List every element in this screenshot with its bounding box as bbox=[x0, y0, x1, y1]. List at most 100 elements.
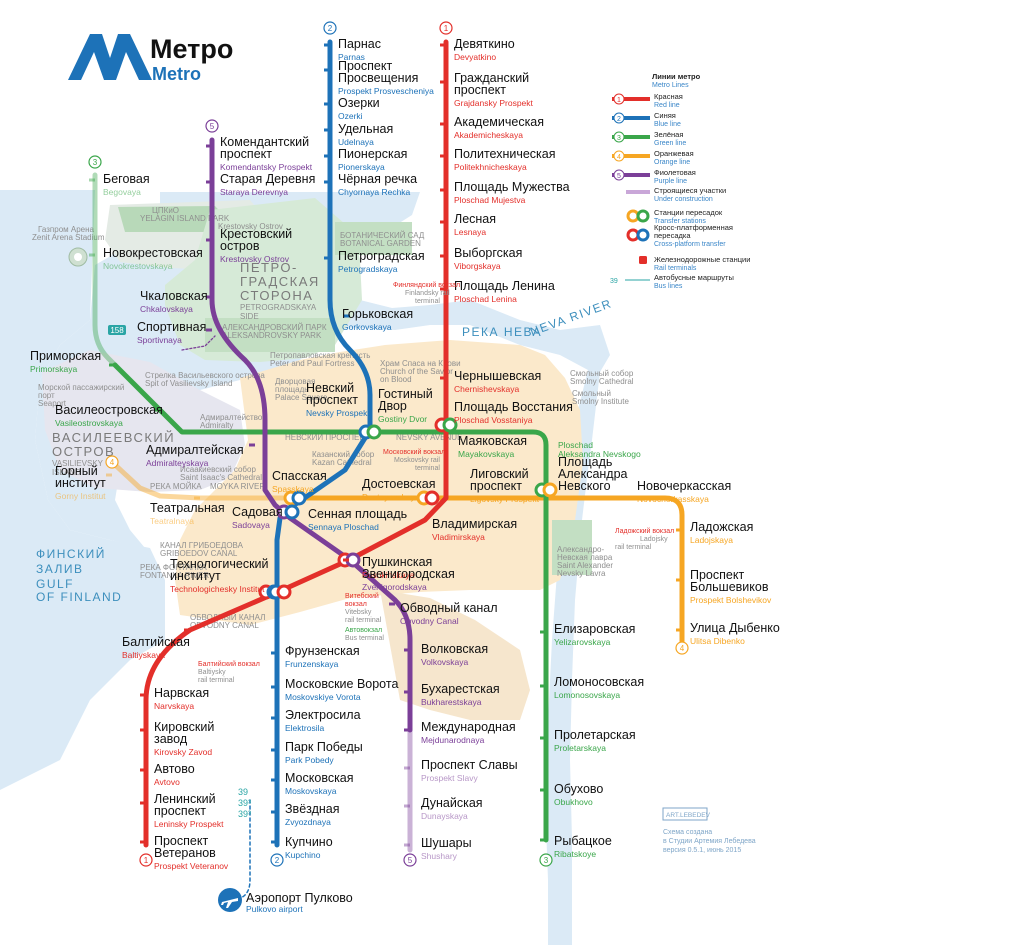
transfer-tekhnolog-2[interactable] bbox=[268, 584, 292, 600]
botanical-garden bbox=[335, 222, 412, 255]
station-name: Улица Дыбенко bbox=[690, 621, 780, 635]
transfer-spasskaya-sennaya[interactable] bbox=[283, 490, 307, 506]
legend-title-en: Metro Lines bbox=[652, 82, 689, 89]
station-name-en: Vasileostrovskaya bbox=[55, 418, 123, 428]
station-name-en: Dostoyevskaya bbox=[362, 492, 420, 502]
purple-line bbox=[209, 137, 413, 733]
seaport-label-2: порт bbox=[38, 391, 55, 400]
station-name-en: Ligovsky Prospekt bbox=[470, 494, 540, 504]
station-tick bbox=[89, 253, 95, 257]
gulf-label-1: ФИНСКИЙ bbox=[36, 546, 106, 561]
transfer-vosstaniya-mayakovskaya[interactable] bbox=[434, 417, 458, 433]
station-name: Академическая bbox=[454, 115, 544, 129]
airport[interactable]: Аэропорт Пулково Pulkovo airport bbox=[218, 888, 353, 914]
station-tick bbox=[440, 287, 446, 291]
moscow-rail-label-en-1: Moskovsky rail bbox=[394, 457, 440, 464]
transfer-aleksandra-nevskogo[interactable] bbox=[534, 482, 558, 498]
rail-terminals: Финляндский вокзал Finlandsky rail termi… bbox=[198, 281, 674, 684]
header-logo[interactable]: Метро Metro bbox=[68, 34, 233, 84]
spit-label-en: Spit of Vasilievsky Island bbox=[145, 379, 232, 388]
transfer-gostiny-nevsky[interactable] bbox=[358, 424, 382, 440]
green-line-badge bbox=[88, 155, 102, 169]
transfer-sadovaya[interactable] bbox=[276, 504, 300, 520]
transfer-dostoevskaya-vladimirskaya[interactable] bbox=[416, 490, 440, 506]
gulf-label-4: OF FINLAND bbox=[36, 590, 122, 604]
station-name: Беговая bbox=[103, 172, 150, 186]
station-tekhnolog[interactable]: ТехнологическийинститутTechnologichesky … bbox=[170, 557, 269, 594]
station-name-2: остров bbox=[220, 239, 260, 253]
